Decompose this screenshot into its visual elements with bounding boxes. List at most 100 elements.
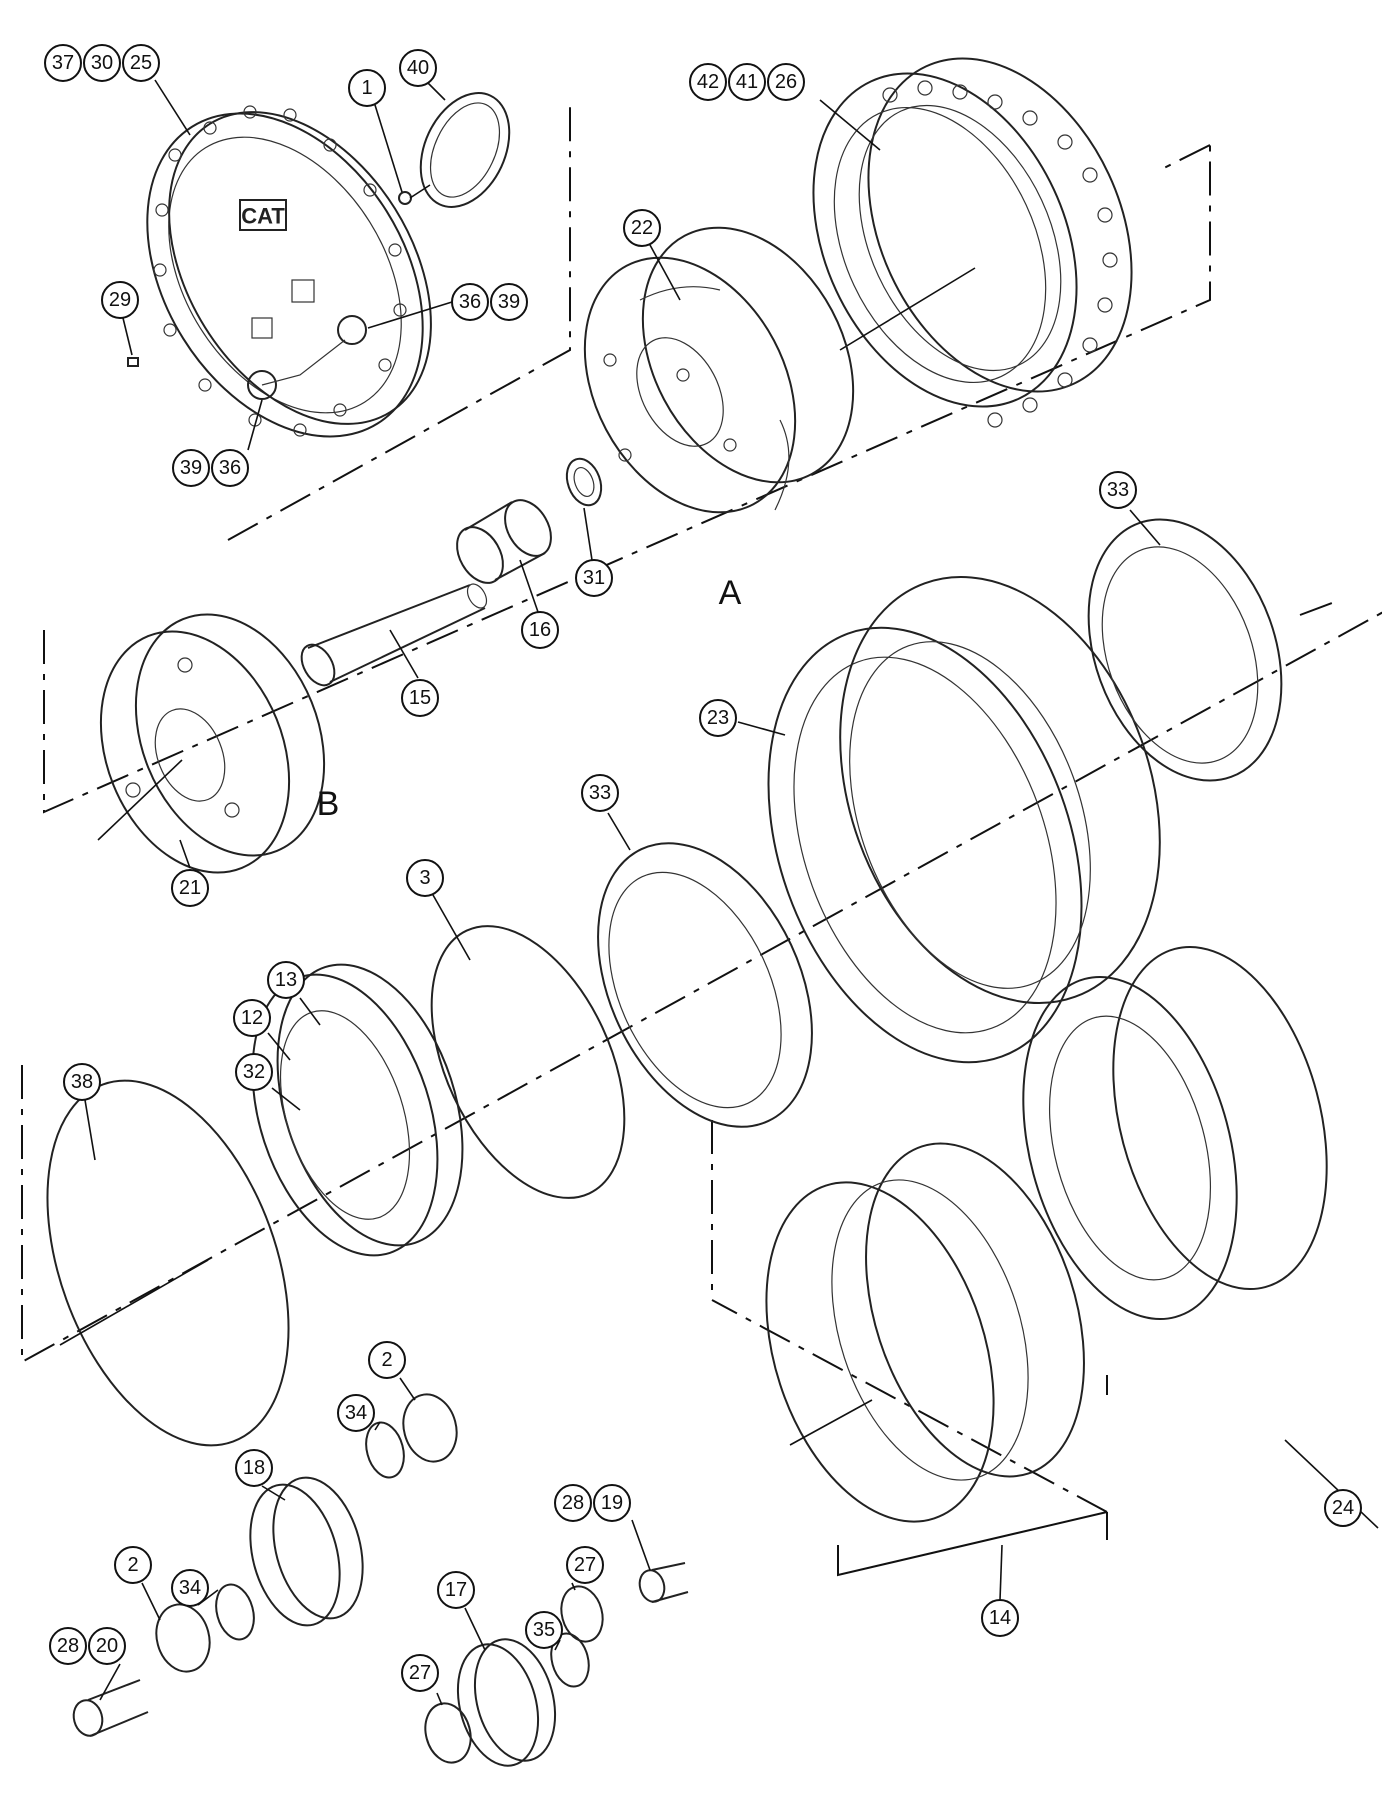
callout-34-upper-label: 34 bbox=[345, 1402, 367, 1424]
callout-32-label: 32 bbox=[243, 1061, 265, 1083]
callout-33-upper bbox=[1099, 471, 1137, 509]
brand-logo bbox=[239, 199, 287, 231]
callout-15-label: 15 bbox=[409, 687, 431, 709]
duo-cone-seal-33-lower bbox=[597, 842, 813, 1128]
thrust-washer-31 bbox=[565, 457, 603, 507]
callout-18-label: 18 bbox=[243, 1457, 265, 1479]
callout-28-upper bbox=[554, 1484, 592, 1522]
ring-gear-axis-stub bbox=[1159, 144, 1211, 171]
callout-22 bbox=[623, 209, 661, 247]
brand-logo-text: CAT bbox=[241, 204, 285, 229]
sprocket-hub-24 bbox=[1022, 945, 1328, 1321]
callout-14-label: 14 bbox=[989, 1607, 1011, 1629]
callout-21-label: 21 bbox=[179, 877, 201, 899]
callout-36-upper bbox=[451, 283, 489, 321]
washer-2-upper bbox=[402, 1393, 458, 1463]
callout-16 bbox=[521, 611, 559, 649]
lower-boundary bbox=[21, 611, 1382, 1364]
callout-12-label: 12 bbox=[241, 1007, 263, 1029]
callout-20-label: 20 bbox=[96, 1635, 118, 1657]
callout-30 bbox=[83, 44, 121, 82]
callout-28-lower bbox=[49, 1627, 87, 1665]
callout-34-upper bbox=[337, 1394, 375, 1432]
planet-carrier-a bbox=[583, 226, 855, 514]
callout-36-lower bbox=[211, 449, 249, 487]
seal-group-14 bbox=[765, 1142, 1085, 1523]
callout-33-lower bbox=[581, 774, 619, 812]
callout-14 bbox=[981, 1599, 1019, 1637]
callout-20 bbox=[88, 1627, 126, 1665]
assembly-letter-b: B bbox=[317, 785, 340, 823]
callout-38 bbox=[63, 1063, 101, 1101]
callout-38-label: 38 bbox=[71, 1071, 93, 1093]
planet-carrier-b bbox=[97, 613, 326, 874]
callout-39-lower-label: 39 bbox=[180, 457, 202, 479]
planet-shaft-20 bbox=[72, 1679, 149, 1737]
callout-13-label: 13 bbox=[275, 969, 297, 991]
callout-21 bbox=[171, 869, 209, 907]
callout-12 bbox=[233, 999, 271, 1037]
callout-23 bbox=[699, 699, 737, 737]
callout-25 bbox=[122, 44, 160, 82]
callout-31 bbox=[575, 559, 613, 597]
callout-27-lower bbox=[401, 1654, 439, 1692]
callout-3 bbox=[406, 859, 444, 897]
o-ring-38 bbox=[46, 1079, 290, 1447]
callout-36-upper-label: 36 bbox=[459, 291, 481, 313]
bearing-34-lower bbox=[215, 1583, 255, 1641]
callout-16-label: 16 bbox=[529, 619, 551, 641]
callout-25-label: 25 bbox=[130, 52, 152, 74]
callout-18 bbox=[235, 1449, 273, 1487]
callout-2-upper-label: 2 bbox=[381, 1349, 392, 1371]
assembly-letter-a: A bbox=[719, 574, 742, 612]
ring-gear-bolts bbox=[882, 80, 1118, 428]
planet-gear-18 bbox=[249, 1476, 364, 1627]
middle-boundary bbox=[43, 145, 1211, 814]
callout-42-label: 42 bbox=[697, 71, 719, 93]
sun-gear-16 bbox=[456, 499, 552, 584]
callout-30-label: 30 bbox=[91, 52, 113, 74]
callout-40 bbox=[399, 49, 437, 87]
callout-27-upper bbox=[566, 1546, 604, 1584]
plug-part-1 bbox=[398, 191, 412, 205]
cover-plate: CAT bbox=[146, 105, 432, 438]
drain-plug-upper bbox=[337, 315, 367, 345]
callout-27-lower-label: 27 bbox=[409, 1662, 431, 1684]
callout-37 bbox=[44, 44, 82, 82]
axis-line-40 bbox=[409, 184, 431, 199]
drain-plug-lower bbox=[247, 370, 277, 400]
washer-2-lower bbox=[155, 1603, 211, 1673]
callout-24 bbox=[1324, 1489, 1362, 1527]
callout-41 bbox=[728, 63, 766, 101]
ring-gear-housing bbox=[812, 57, 1133, 428]
callout-leaders bbox=[84, 79, 1379, 1706]
callout-15 bbox=[401, 679, 439, 717]
callout-19-label: 19 bbox=[601, 1492, 623, 1514]
seal-group-bracket-lower bbox=[837, 1511, 1108, 1577]
callout-34-lower bbox=[171, 1569, 209, 1607]
callout-2-lower bbox=[114, 1546, 152, 1584]
callout-27-upper-label: 27 bbox=[574, 1554, 596, 1576]
upper-boundary-left bbox=[227, 106, 571, 541]
roller-bearing-13 bbox=[251, 963, 464, 1257]
callout-37-label: 37 bbox=[52, 52, 74, 74]
callout-34-lower-label: 34 bbox=[179, 1577, 201, 1599]
callout-39-upper bbox=[490, 283, 528, 321]
callout-26-label: 26 bbox=[775, 71, 797, 93]
callout-31-label: 31 bbox=[583, 567, 605, 589]
callout-33-lower-label: 33 bbox=[589, 782, 611, 804]
callouts: 37 30 25 1 40 42 41 26 22 29 36 39 39 36… bbox=[44, 44, 1362, 1692]
plug-part-29 bbox=[127, 357, 139, 367]
callout-39-upper-label: 39 bbox=[498, 291, 520, 313]
callout-1-label: 1 bbox=[361, 77, 372, 99]
callout-3-label: 3 bbox=[419, 867, 430, 889]
axis-line-21 bbox=[97, 759, 183, 841]
callout-42 bbox=[689, 63, 727, 101]
callout-39-lower bbox=[172, 449, 210, 487]
callout-1 bbox=[348, 69, 386, 107]
o-ring-3 bbox=[430, 925, 626, 1199]
callout-24-label: 24 bbox=[1332, 1497, 1354, 1519]
washer-27-lower bbox=[424, 1702, 472, 1764]
